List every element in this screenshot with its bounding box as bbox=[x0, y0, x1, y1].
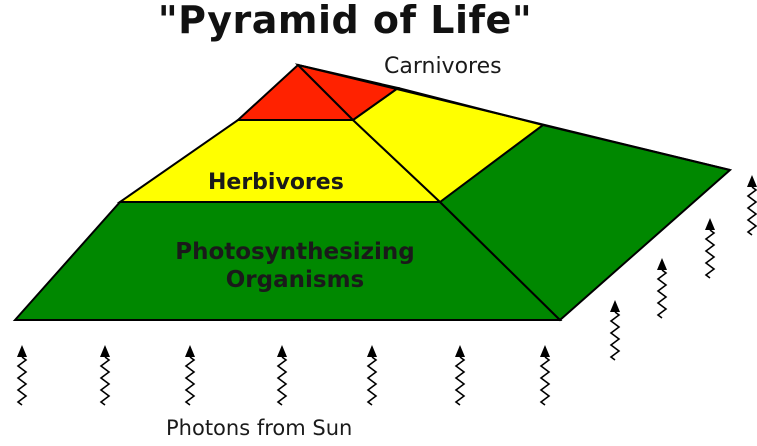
photon-arrow-icon bbox=[455, 345, 465, 405]
photon-arrow-icon bbox=[747, 175, 757, 235]
photon-arrow-icon bbox=[367, 345, 377, 405]
photon-arrow-icon bbox=[610, 300, 620, 360]
photon-arrow-icon bbox=[17, 345, 27, 405]
photon-arrow-icon bbox=[100, 345, 110, 405]
producers-label-line2: Organisms bbox=[140, 266, 450, 294]
producers-label: Photosynthesizing Organisms bbox=[140, 238, 450, 294]
photon-arrow-icon bbox=[705, 218, 715, 278]
photon-arrow-icon bbox=[657, 258, 667, 318]
producers-label-line1: Photosynthesizing bbox=[140, 238, 450, 266]
carnivores-label: Carnivores bbox=[384, 54, 502, 79]
diagram-title: "Pyramid of Life" bbox=[0, 0, 690, 42]
photons-caption: Photons from Sun bbox=[166, 416, 352, 440]
photon-arrow-icon bbox=[540, 345, 550, 405]
photon-arrow-icon bbox=[185, 345, 195, 405]
herbivores-label: Herbivores bbox=[208, 170, 344, 195]
photon-arrow-icon bbox=[277, 345, 287, 405]
